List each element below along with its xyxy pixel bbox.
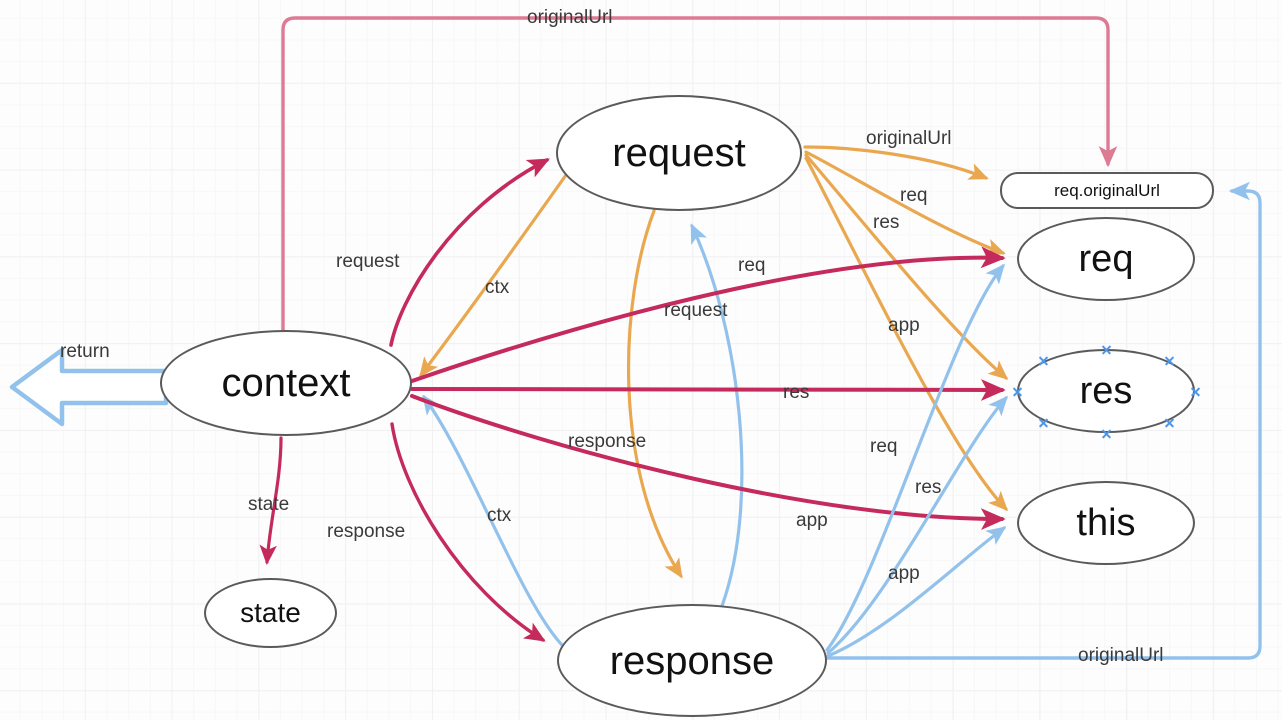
edge-response-originalurl[interactable] xyxy=(824,181,1262,660)
selection-handle[interactable] xyxy=(1038,417,1049,428)
edge-context-state[interactable] xyxy=(259,436,283,565)
edge-request-response-down[interactable] xyxy=(626,209,683,579)
edge-label-context-app: app xyxy=(796,510,828,531)
edge-context-res[interactable] xyxy=(410,379,1006,401)
node-response[interactable]: response xyxy=(557,604,827,717)
selection-handle[interactable] xyxy=(1012,386,1023,397)
edge-response-app[interactable] xyxy=(826,526,1007,658)
selection-handle[interactable] xyxy=(1101,344,1112,355)
node-this-label: this xyxy=(1076,502,1136,544)
selection-handle[interactable] xyxy=(1190,386,1201,397)
edge-context-request[interactable] xyxy=(389,158,550,347)
edge-label-context-req: req xyxy=(738,255,766,276)
node-req-originalurl[interactable]: req.originalUrl xyxy=(1000,172,1214,209)
edge-label-request-res: res xyxy=(873,212,900,233)
edge-label-request-req: req xyxy=(900,185,928,206)
node-context[interactable]: context xyxy=(160,330,412,436)
edge-request-res[interactable] xyxy=(804,153,1009,380)
node-state-label: state xyxy=(240,597,301,628)
selection-handle[interactable] xyxy=(1164,417,1175,428)
edge-label-context-request: request xyxy=(336,251,400,272)
edge-response-res[interactable] xyxy=(826,395,1008,655)
node-context-label: context xyxy=(221,361,351,405)
selection-handle[interactable] xyxy=(1038,355,1049,366)
edge-request-originalurl[interactable] xyxy=(803,145,989,180)
node-response-label: response xyxy=(609,638,775,683)
edge-response-ctx[interactable] xyxy=(422,394,564,647)
edge-label-return: return xyxy=(60,341,110,362)
selection-handle[interactable] xyxy=(1164,355,1175,366)
edge-label-request-originalurl: originalUrl xyxy=(866,128,952,149)
edge-label-request-response-down: response xyxy=(568,431,647,452)
edge-label-request-app: app xyxy=(888,315,920,336)
edge-label-context-res: res xyxy=(783,382,810,403)
selection-handle[interactable] xyxy=(1101,428,1112,439)
edge-label-response-originalurl: originalUrl xyxy=(1078,645,1164,666)
node-req-originalurl-label: req.originalUrl xyxy=(1054,181,1160,200)
edge-context-app[interactable] xyxy=(410,394,1006,531)
edge-context-originalurl-top[interactable] xyxy=(281,16,1118,334)
edge-request-app[interactable] xyxy=(804,156,1009,512)
edge-context-response[interactable] xyxy=(390,422,546,642)
edge-label-response-req: req xyxy=(870,436,898,457)
edge-request-ctx[interactable] xyxy=(419,173,568,378)
node-request-label: request xyxy=(612,131,746,175)
edge-label-context-response: response xyxy=(327,521,406,542)
node-res-label: res xyxy=(1079,370,1133,412)
edge-context-req[interactable] xyxy=(410,246,1006,383)
node-this[interactable]: this xyxy=(1017,481,1195,565)
node-req-label: req xyxy=(1078,238,1134,280)
edge-label-context-state: state xyxy=(248,494,290,515)
edge-response-request-up[interactable] xyxy=(690,223,744,608)
edge-request-req[interactable] xyxy=(804,150,1006,256)
node-req[interactable]: req xyxy=(1017,217,1195,301)
edge-label-response-request-up: request xyxy=(664,300,728,321)
edge-label-context-originalurl-top: originalUrl xyxy=(527,7,613,28)
node-request[interactable]: request xyxy=(556,95,802,211)
edge-label-request-ctx: ctx xyxy=(485,277,510,298)
edge-label-response-res: res xyxy=(915,477,942,498)
edge-label-response-ctx: ctx xyxy=(487,505,512,526)
edge-label-response-app: app xyxy=(888,563,920,584)
edge-response-req[interactable] xyxy=(825,263,1005,652)
node-state[interactable]: state xyxy=(204,578,337,648)
